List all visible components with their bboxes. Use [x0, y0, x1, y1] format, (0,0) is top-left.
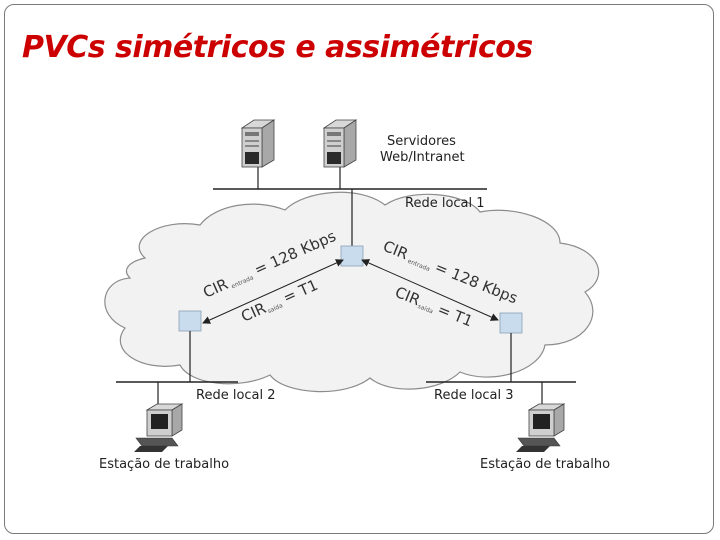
workstation-icon-left	[134, 403, 184, 452]
slide-frame	[4, 4, 714, 534]
lan1-label: Rede local 1	[405, 196, 485, 211]
frame-relay-cloud	[104, 191, 600, 393]
switch-top	[340, 245, 364, 267]
lan3-label: Rede local 3	[434, 388, 514, 403]
workstation-left-label: Estação de trabalho	[99, 457, 229, 472]
switch-right	[499, 312, 523, 334]
workstation-icon-right	[516, 403, 566, 452]
slide-title: PVCs simétricos e assimétricos	[22, 30, 533, 65]
servers-label-line2: Web/Intranet	[380, 150, 465, 165]
workstation-right-label: Estação de trabalho	[480, 457, 610, 472]
server-icon-1	[240, 119, 276, 168]
lan2-label: Rede local 2	[196, 388, 276, 403]
switch-left	[178, 310, 202, 332]
servers-label-line1: Servidores	[387, 134, 456, 149]
pvc-left-link	[202, 259, 344, 324]
server-icon-2	[322, 119, 358, 168]
pvc-right-link	[361, 259, 499, 321]
